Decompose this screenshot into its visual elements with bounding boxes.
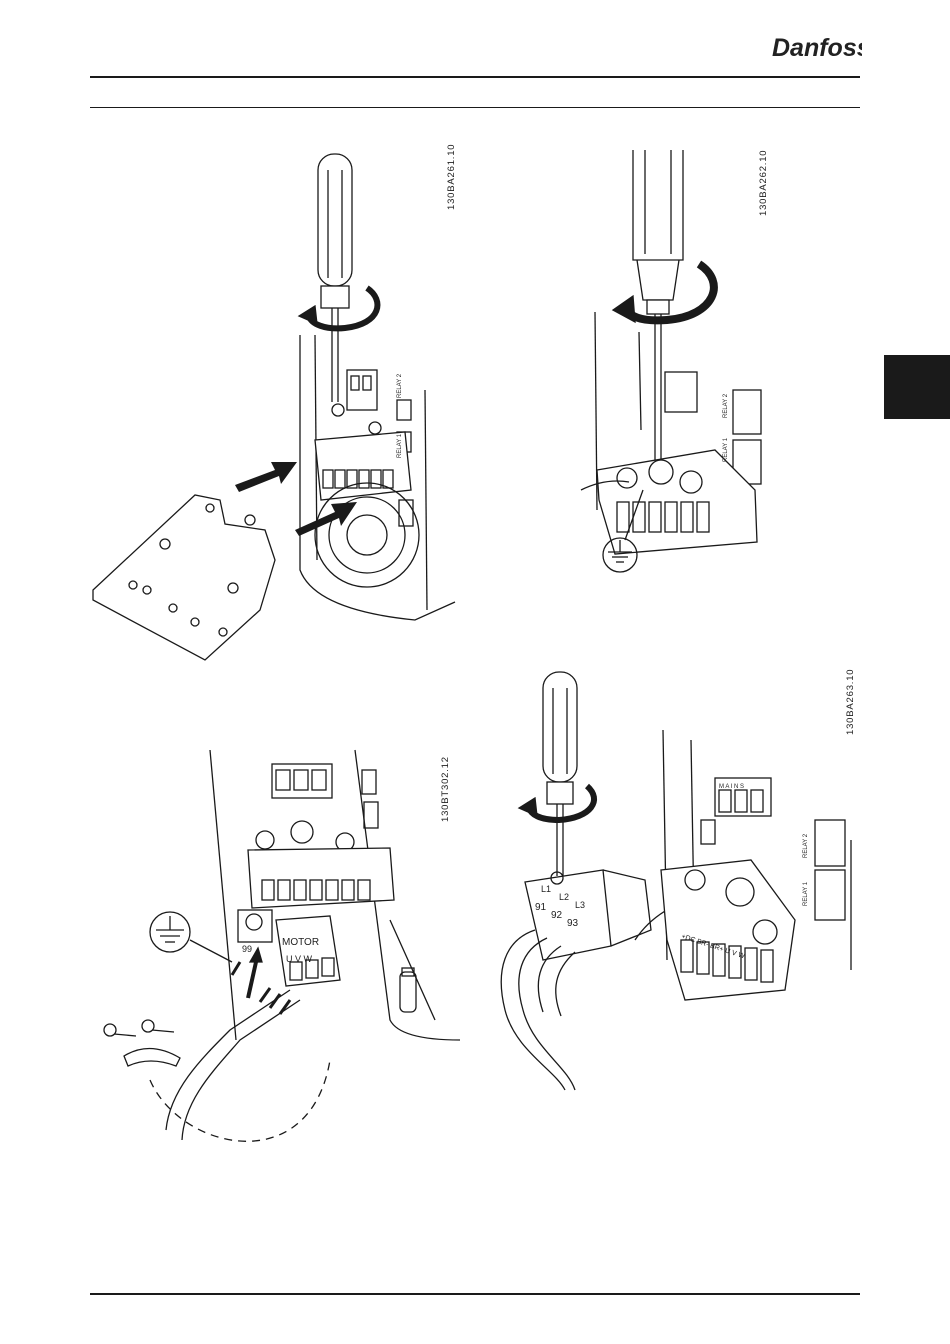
figure-motor-connection: 99 MOTOR U V W [90, 740, 470, 1150]
motor-label: MOTOR [282, 937, 319, 948]
relay2-label: RELAY 2 [803, 833, 809, 858]
header-rule-bottom [90, 107, 860, 108]
figure-code: 130BA262.10 [758, 150, 769, 216]
cable-clamp-icon [124, 1048, 180, 1066]
mounting-plate [93, 495, 275, 660]
drive-housing [300, 335, 455, 620]
drive-housing: M A I N S +DC BR- BR+ U V W [661, 730, 851, 1000]
screwdriver-icon [543, 672, 577, 876]
terminal-93-label: 93 [567, 918, 579, 929]
relay2-label: RELAY 2 [723, 393, 729, 418]
l2-label: L2 [559, 892, 569, 902]
relay1-label: RELAY 1 [803, 881, 809, 906]
mains-plug: L1 L2 L3 91 92 93 [525, 870, 651, 960]
footer-rule [90, 1293, 860, 1295]
insert-arrow-icon [248, 948, 262, 998]
screw-icon [104, 1020, 174, 1036]
figure-mounting-plate: RELAY 1 RELAY 2 [85, 140, 465, 660]
danfoss-logo: Danfoss [770, 26, 862, 70]
motor-phases-label: U V W [286, 954, 313, 964]
ground-symbol-icon [150, 912, 232, 962]
figure-code: 130BA263.10 [845, 669, 856, 735]
relay1-label: RELAY 1 [723, 437, 729, 462]
l3-label: L3 [575, 900, 585, 910]
brand-wordmark: Danfoss [772, 34, 862, 62]
terminal-92-label: 92 [551, 910, 563, 921]
relay2-label: RELAY 2 [397, 373, 403, 398]
relay1-label: RELAY 1 [397, 433, 403, 458]
header-rule-top [90, 76, 860, 78]
drive-housing [581, 312, 761, 554]
l1-label: L1 [541, 884, 551, 894]
ground-terminal-label: 99 [242, 944, 252, 954]
figure-mains-connection: L1 L2 L3 91 92 93 M A I N S [495, 670, 855, 1090]
figure-code: 130BA261.10 [446, 144, 457, 210]
terminal-91-label: 91 [535, 902, 547, 913]
chapter-tab [884, 355, 950, 419]
motor-cable [150, 962, 330, 1141]
figure-ground-wire: RELAY 1 RELAY 2 [575, 150, 775, 580]
mains-plug-label: M A I N S [719, 784, 744, 790]
screwdriver-icon [318, 154, 352, 402]
figure-code: 130BT302.12 [440, 756, 451, 822]
